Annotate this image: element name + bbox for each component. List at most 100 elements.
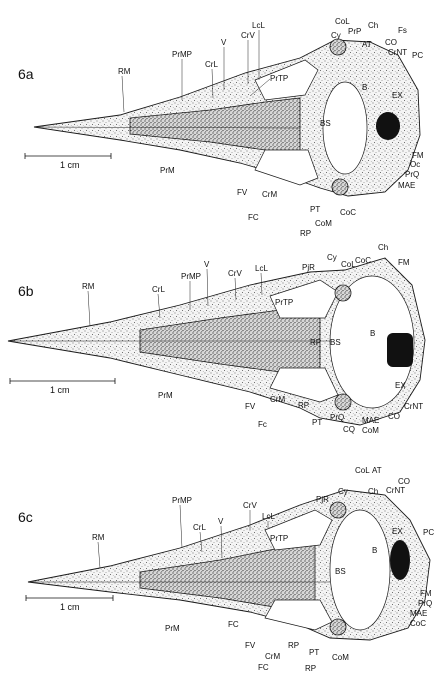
label-PC: PC — [423, 528, 434, 537]
label-PT: PT — [309, 648, 319, 657]
label-CQ: CQ — [343, 425, 355, 434]
label-PrQ: PrQ — [330, 413, 344, 422]
leader-line — [260, 272, 263, 296]
label-EX: EX — [392, 527, 403, 536]
leader-line — [87, 290, 91, 327]
label-CrM: CrM — [262, 190, 277, 199]
label-EX: EX — [392, 91, 403, 100]
label-PT: PT — [310, 205, 320, 214]
label-PrTP: PrTP — [270, 74, 288, 83]
label-CoM: CoM — [315, 219, 332, 228]
label-PjR: PjR — [302, 263, 315, 272]
label-CrL: CrL — [193, 523, 206, 532]
label-FC: FC — [228, 620, 239, 629]
midline — [33, 126, 301, 129]
label-BS: BS — [335, 567, 346, 576]
orbit-opening — [254, 149, 319, 186]
label-PrTP: PrTP — [270, 534, 288, 543]
label-RP: RP — [288, 641, 299, 650]
label-RM: RM — [92, 533, 105, 542]
label-PrQ: PrQ — [418, 599, 432, 608]
label-CO: CO — [398, 477, 410, 486]
label-MAE: MAE — [398, 181, 415, 190]
label-BS: BS — [320, 119, 331, 128]
leader-line — [211, 68, 214, 99]
label-LcL: LcL — [255, 264, 268, 273]
label-PjR: PjR — [316, 495, 329, 504]
label-V: V — [221, 38, 227, 47]
label-RP-lower: RP — [305, 664, 316, 673]
label-FV: FV — [245, 641, 256, 650]
label-PC: PC — [412, 51, 423, 60]
scale-label: 1 cm — [60, 602, 80, 612]
label-RP: RP — [310, 338, 321, 347]
label-B: B — [362, 83, 367, 92]
label-FM: FM — [420, 589, 432, 598]
condyle — [334, 393, 352, 411]
orbit-opening — [264, 599, 333, 631]
label-CrNT: CrNT — [388, 48, 407, 57]
panel-6a: 6a 1 cm RM PrMP CrL V CrV LcL PrTP CoL P… — [18, 17, 424, 238]
condyle — [329, 38, 347, 56]
label-PT: PT — [312, 418, 322, 427]
foramen-magnum — [390, 540, 410, 580]
label-FM: FM — [412, 151, 424, 160]
label-CoL: CoL — [355, 466, 370, 475]
label-CrNT: CrNT — [404, 402, 423, 411]
condyle — [329, 501, 347, 519]
label-PrM: PrM — [158, 391, 173, 400]
label-PrM: PrM — [165, 624, 180, 633]
panel-6b: 6b 1 cm RM CrL PrMP V CrV LcL PrTP PjR C… — [7, 243, 426, 435]
label-Fc: Fc — [258, 420, 267, 429]
label-PrQ: PrQ — [405, 170, 419, 179]
label-RP-lower: RP — [298, 401, 309, 410]
label-MAE: MAE — [410, 609, 427, 618]
label-PrTP: PrTP — [275, 298, 293, 307]
orbit-opening — [269, 279, 339, 319]
leader-line — [121, 75, 125, 113]
label-CrL: CrL — [152, 285, 165, 294]
braincase — [329, 509, 391, 631]
leader-line — [206, 268, 209, 307]
label-Cy: Cy — [338, 487, 348, 496]
label-LcL: LcL — [262, 512, 275, 521]
label-CoL: CoL — [341, 260, 356, 269]
label-CoM: CoM — [332, 653, 349, 662]
label-Cy: Cy — [327, 253, 337, 262]
label-B: B — [372, 546, 377, 555]
panel-6c: 6c 1 cm RM PrMP CrL CrV LcL V PrTP PjR C… — [18, 466, 434, 673]
scale-label: 1 cm — [50, 385, 70, 395]
label-CoC: CoC — [410, 619, 426, 628]
leader-line — [199, 531, 203, 553]
label-CO: CO — [388, 412, 400, 421]
label-FV: FV — [237, 188, 248, 197]
label-CrV: CrV — [243, 501, 257, 510]
label-CoC: CoC — [340, 208, 356, 217]
label-Ch: Ch — [368, 487, 378, 496]
label-FC: FC — [248, 213, 259, 222]
label-FM: FM — [398, 258, 410, 267]
label-CrV: CrV — [241, 31, 255, 40]
panel-label: 6c — [18, 509, 33, 525]
label-AT: AT — [372, 466, 382, 475]
foramen-magnum — [376, 112, 400, 140]
scale-label: 1 cm — [60, 160, 80, 170]
label-Fs: Fs — [398, 26, 407, 35]
label-RM: RM — [82, 282, 95, 291]
label-PrMP: PrMP — [172, 496, 192, 505]
label-CoL: CoL — [335, 17, 350, 26]
label-Ch: Ch — [378, 243, 388, 252]
label-FV: FV — [245, 402, 256, 411]
label-PrMP: PrMP — [181, 272, 201, 281]
label-MAE: MAE — [362, 416, 379, 425]
panel-label: 6a — [18, 66, 34, 82]
label-CrM: CrM — [265, 652, 280, 661]
label-RM: RM — [118, 67, 131, 76]
leader-line — [157, 293, 161, 319]
label-FC-lower: FC — [258, 663, 269, 672]
panel-label: 6b — [18, 283, 34, 299]
label-LcL: LcL — [252, 21, 265, 30]
condyle — [329, 618, 347, 636]
leader-line — [249, 78, 271, 97]
